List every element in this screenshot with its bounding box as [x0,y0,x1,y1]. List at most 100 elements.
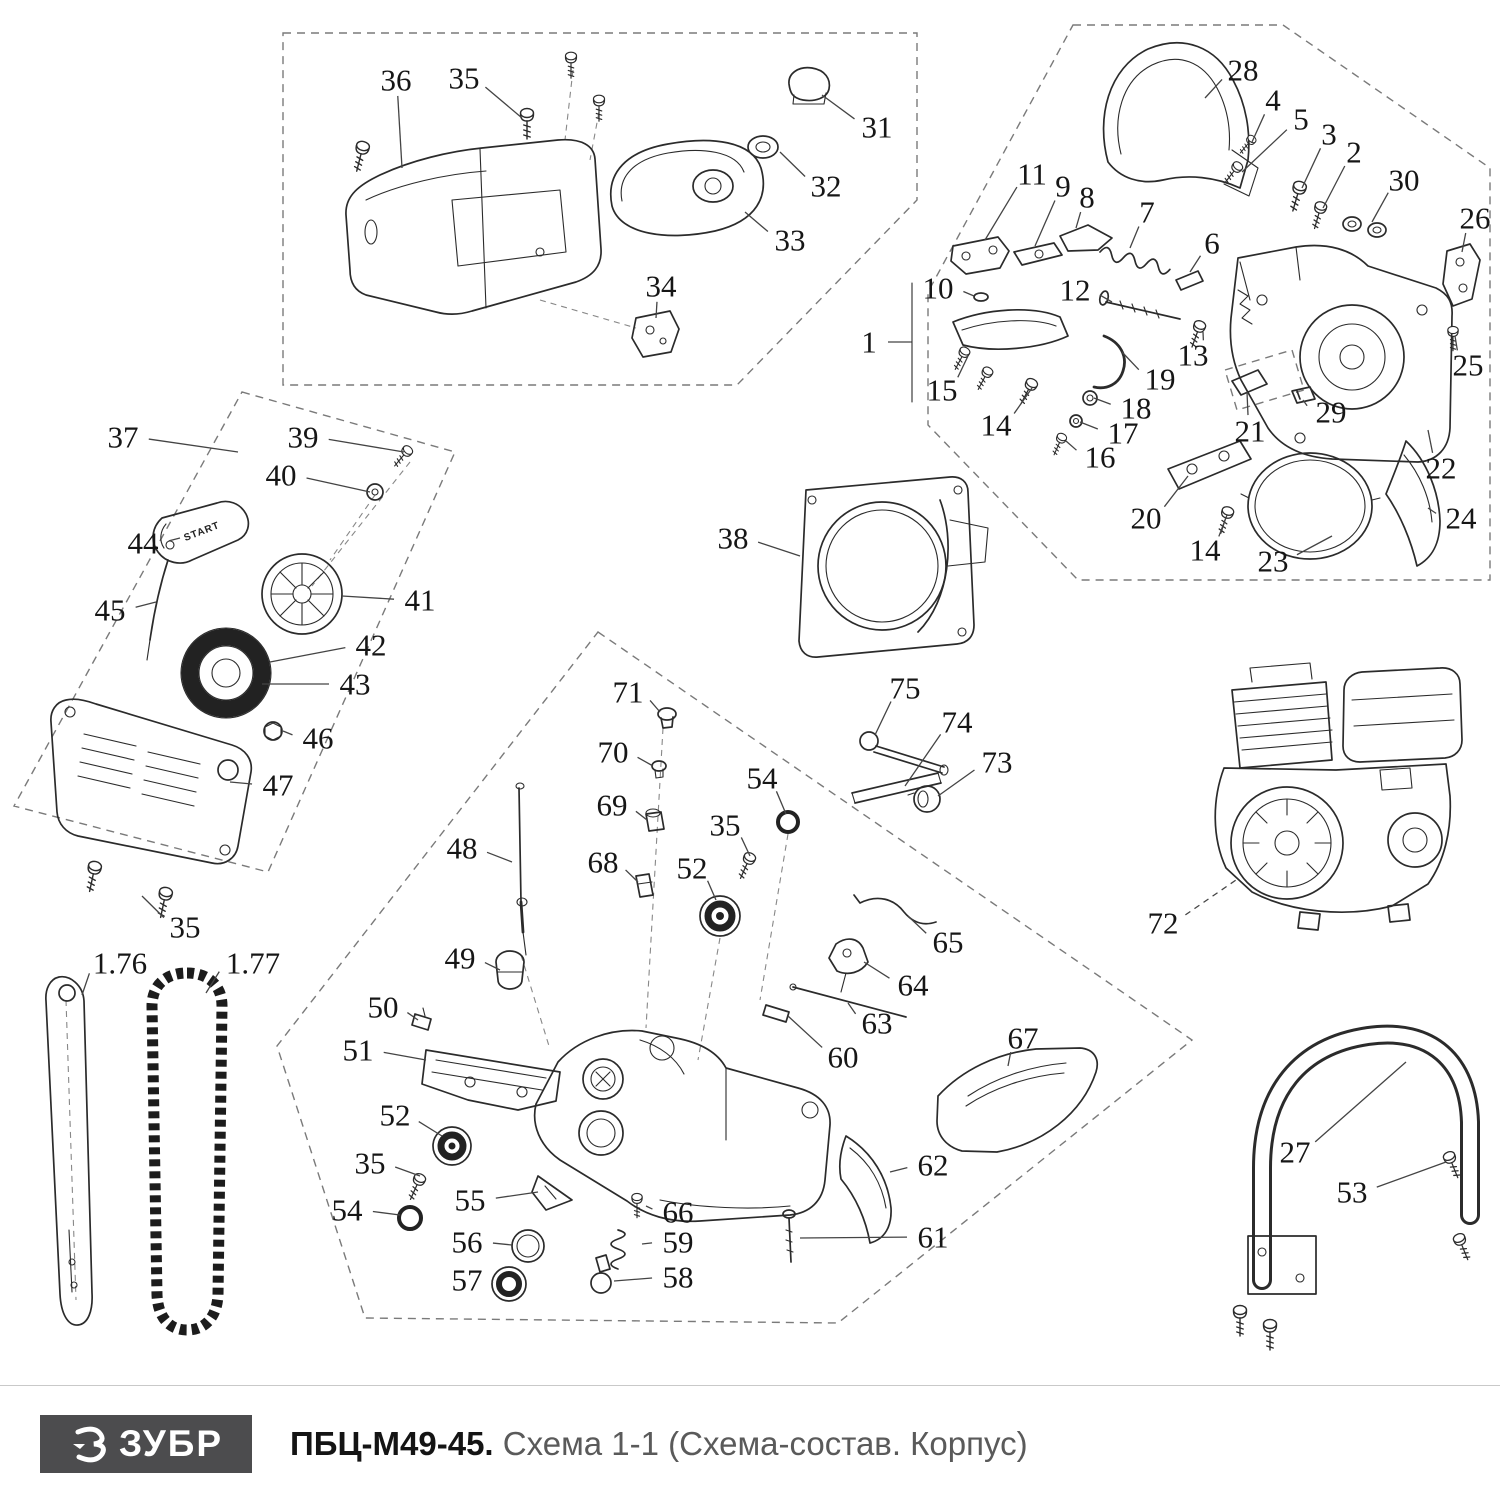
part-number-11: 11 [1017,157,1047,192]
part-spring [1099,246,1172,275]
leader-line-57 [492,1282,493,1283]
part-number-25: 25 [1453,348,1484,383]
leader-line-75 [875,701,891,735]
part-cap-lower [492,1267,526,1301]
schema-name: Схема 1-1 (Схема-состав. Корпус) [503,1425,1028,1462]
part-number-43: 43 [340,667,371,702]
part-number-8: 8 [1079,180,1095,215]
brand-name: ЗУБР [119,1425,223,1462]
part-seal-ring [512,1230,544,1262]
leader-line-59 [642,1243,652,1244]
part-number-68: 68 [588,845,619,880]
leader-line-53 [1377,1162,1446,1187]
part-starter-rope [147,560,168,660]
leader-line-62 [890,1168,907,1172]
leader-line-30 [1372,193,1388,222]
part-rope-pulley [262,554,342,634]
part-number-4: 4 [1265,83,1281,118]
leader-line-54 [776,791,786,814]
leader-line-7 [1130,226,1139,248]
part-number-32: 32 [811,169,842,204]
leader-line-14 [1014,388,1032,414]
part-main-housing [535,1031,830,1222]
leader-line-60 [788,1016,822,1047]
part-front-plate [1443,244,1480,306]
leader-line-54 [373,1212,400,1215]
leader-line-35 [395,1167,420,1176]
leader-line-34 [656,302,657,318]
part-bolt-head [591,1255,611,1293]
part-number-35: 35 [170,910,201,945]
alignment-axes [312,70,788,1060]
part-number-45: 45 [95,593,126,628]
part-wedge [1232,370,1267,395]
part-number-3: 3 [1321,117,1337,152]
part-lever [1014,243,1062,265]
part-clip-small [412,1008,431,1030]
leader-line-11 [985,187,1017,240]
part-number-62: 62 [918,1148,949,1183]
part-handle-molding [937,1048,1097,1152]
leader-line-66 [646,1206,652,1209]
leader-line-20 [1164,476,1188,507]
part-number-23: 23 [1258,544,1289,579]
leader-line-9 [1035,200,1055,246]
part-number-46: 46 [303,721,334,756]
part-top-cover [346,140,601,314]
part-guide-bar [46,977,92,1325]
part-air-filter-cover [611,141,764,236]
part-number-38: 38 [718,521,749,556]
leader-line-45 [136,602,156,607]
exploded-parts-diagram: START [0,0,1500,1386]
part-number-60: 60 [828,1040,859,1075]
part-oil-pipe [860,732,948,775]
engine-assembly [1215,663,1462,930]
leader-line-65 [908,916,926,933]
part-ring-lower [399,1207,421,1229]
leader-line-52 [419,1122,442,1136]
leader-line-35 [485,87,522,118]
part-number-65: 65 [933,925,964,960]
part-number-10: 10 [923,271,954,306]
leader-line-49 [485,963,500,970]
leader-line-3 [1302,148,1321,188]
leader-line-48 [487,852,512,862]
part-number-12: 12 [1060,273,1091,308]
part-number-58: 58 [663,1260,694,1295]
part-oil-pump-parts [636,708,676,897]
part-number-39: 39 [288,420,319,455]
part-number-52: 52 [677,851,708,886]
part-number-16: 16 [1085,440,1116,475]
part-number-37: 37 [108,420,139,455]
part-number-40: 40 [266,458,297,493]
leader-line-55 [496,1192,538,1198]
leader-line-64 [864,962,889,978]
leader-line-39 [329,439,404,452]
part-long-bolt [1098,290,1180,319]
part-number-2: 2 [1346,135,1362,170]
part-number-61: 61 [918,1220,949,1255]
leader-line-72 [1185,880,1236,915]
part-number-35: 35 [710,808,741,843]
part-number-67: 67 [1008,1021,1039,1056]
part-number-14: 14 [1190,533,1222,568]
leader-line-10 [963,291,974,296]
part-number-30: 30 [1389,163,1420,198]
leader-line-22 [1428,430,1433,453]
leader-line-74 [905,734,941,786]
part-number-41: 41 [405,583,436,618]
part-number-48: 48 [447,831,478,866]
zubr-logo-icon [69,1424,109,1464]
part-number-54: 54 [332,1193,364,1228]
leader-line-26 [1462,233,1466,252]
leader-line-69 [636,811,647,820]
part-rewind-spring [181,628,271,718]
part-number-50: 50 [368,990,399,1025]
part-number-20: 20 [1131,501,1162,536]
footer: ЗУБР ПБЦ-М49-45. Схема 1-1 (Схема-состав… [0,1385,1500,1501]
part-washer [748,136,778,158]
part-number-55: 55 [455,1183,486,1218]
leader-line-12 [1100,295,1112,302]
part-number-28: 28 [1228,53,1259,88]
part-wire-lever [1094,336,1124,388]
